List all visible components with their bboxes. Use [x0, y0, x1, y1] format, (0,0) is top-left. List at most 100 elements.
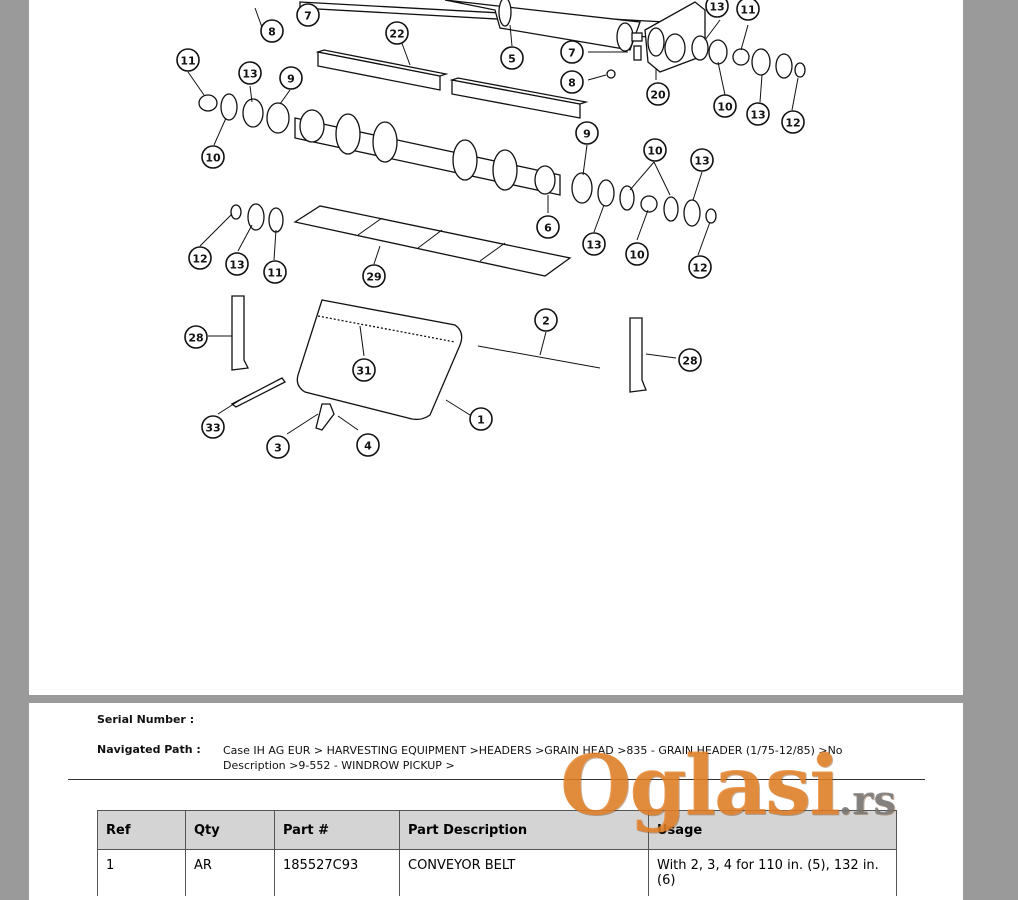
callout-4: 4 [356, 433, 380, 457]
callout-label: 13 [229, 259, 244, 272]
callout-label: 10 [205, 152, 221, 165]
callout-6: 6 [536, 215, 560, 239]
callout-10: 10 [201, 145, 225, 169]
callout-label: 3 [274, 442, 282, 455]
callout-circle [469, 407, 493, 431]
callout-circle [705, 0, 729, 18]
callout-7: 7 [560, 40, 584, 64]
cell-usage: With 2, 3, 4 for 110 in. (5), 132 in. (6… [648, 849, 897, 896]
callout-circle [225, 252, 249, 276]
callout-label: 33 [205, 422, 220, 435]
callout-29: 29 [362, 264, 386, 288]
callout-label: 13 [694, 155, 709, 168]
parts-table: Ref Qty Part # Part Description Usage 1 … [97, 810, 897, 896]
callout-9: 9 [575, 121, 599, 145]
callout-label: 13 [750, 109, 765, 122]
callout-circle [184, 325, 208, 349]
callout-circle [713, 94, 737, 118]
callout-circle [536, 215, 560, 239]
callout-label: 1 [477, 414, 485, 427]
callout-11: 11 [263, 260, 287, 284]
callout-label: 10 [647, 145, 663, 158]
callout-circle [560, 40, 584, 64]
callout-33: 33 [201, 415, 225, 439]
callout-28: 28 [678, 348, 702, 372]
callout-10: 10 [643, 138, 667, 162]
callout-2: 2 [534, 308, 558, 332]
callout-circle [646, 82, 670, 106]
callout-13: 13 [238, 61, 262, 85]
col-part-number: Part # [274, 810, 400, 850]
callout-13: 13 [582, 232, 606, 256]
middle-roller [198, 93, 717, 233]
callout-13: 13 [690, 148, 714, 172]
callout-8: 8 [560, 70, 584, 94]
callout-1: 1 [469, 407, 493, 431]
callout-12: 12 [781, 110, 805, 134]
col-part-description: Part Description [399, 810, 649, 850]
callout-circle [736, 0, 760, 21]
watermark-logo: Oglasi.rs [560, 738, 896, 834]
callout-label: 6 [544, 222, 552, 235]
callout-circle [201, 145, 225, 169]
callout-label: 13 [242, 68, 257, 81]
callout-label: 12 [692, 262, 707, 275]
callout-20: 20 [646, 82, 670, 106]
callout-label: 2 [542, 315, 550, 328]
callout-7: 7 [296, 3, 320, 27]
callout-circle [746, 102, 770, 126]
callout-label: 5 [508, 53, 516, 66]
callout-circle [643, 138, 667, 162]
callout-label: 7 [568, 47, 576, 60]
callout-circle [201, 415, 225, 439]
watermark-main: Oglasi [560, 738, 840, 834]
support-bars [315, 49, 589, 119]
callout-label: 22 [389, 28, 404, 41]
callout-label: 4 [364, 440, 372, 453]
floor-panels [293, 205, 572, 277]
serial-label: Serial Number : [97, 713, 195, 726]
callout-label: 31 [356, 365, 371, 378]
callout-8: 8 [260, 19, 284, 43]
callout-11: 11 [736, 0, 760, 21]
callout-28: 28 [184, 325, 208, 349]
callout-label: 11 [180, 55, 195, 68]
callout-circle [781, 110, 805, 134]
callout-label: 8 [568, 77, 576, 90]
callout-circle [362, 264, 386, 288]
callout-circle [560, 70, 584, 94]
callout-label: 8 [268, 26, 276, 39]
cell-qty: AR [185, 849, 275, 896]
callout-circle [188, 246, 212, 270]
callout-circle [575, 121, 599, 145]
watermark-suffix: .rs [838, 777, 896, 824]
callout-circle [296, 3, 320, 27]
callout-circle [263, 260, 287, 284]
callout-10: 10 [625, 242, 649, 266]
callout-label: 9 [583, 128, 591, 141]
callout-label: 20 [650, 89, 666, 102]
table-header-row: Ref Qty Part # Part Description Usage [97, 810, 897, 850]
callout-label: 10 [629, 249, 645, 262]
callout-circle [690, 148, 714, 172]
cell-part-description: CONVEYOR BELT [399, 849, 649, 896]
callout-circle [266, 435, 290, 459]
callout-label: 10 [717, 101, 733, 114]
table-row[interactable]: 1 AR 185527C93 CONVEYOR BELT With 2, 3, … [97, 849, 897, 896]
callout-circle [238, 61, 262, 85]
callout-circle [356, 433, 380, 457]
callout-label: 12 [785, 117, 800, 130]
callout-label: 29 [366, 271, 381, 284]
callout-circle [688, 255, 712, 279]
callout-label: 9 [287, 73, 295, 86]
callout-circle [625, 242, 649, 266]
callout-13: 13 [746, 102, 770, 126]
navigated-path[interactable]: Case IH AG EUR > HARVESTING EQUIPMENT >H… [223, 744, 843, 772]
callout-3: 3 [266, 435, 290, 459]
col-qty: Qty [185, 810, 275, 850]
navigated-path-label: Navigated Path : [97, 743, 201, 756]
callout-22: 22 [385, 21, 409, 45]
cell-part-number: 185527C93 [274, 849, 400, 896]
col-usage: Usage [648, 810, 897, 850]
